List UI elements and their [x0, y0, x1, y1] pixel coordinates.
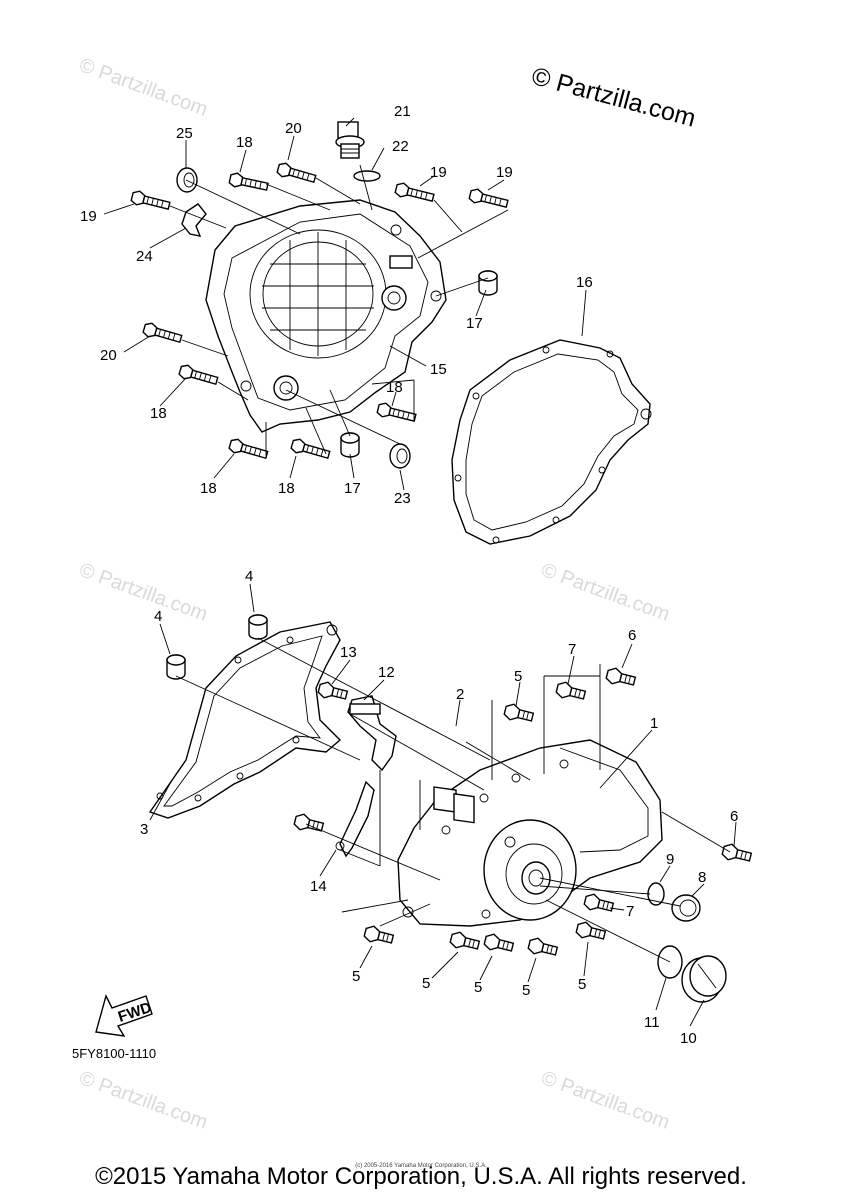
bolt-19 — [129, 189, 172, 214]
bolt-18 — [177, 362, 220, 389]
callout-11: 11 — [644, 1014, 660, 1031]
callout-13: 13 — [340, 644, 357, 661]
catalog-code: 5FY8100-1110 — [72, 1046, 157, 1061]
fwd-arrow-label: FWD — [116, 999, 154, 1026]
plug-8 — [671, 894, 701, 922]
callout-15: 15 — [430, 361, 447, 378]
callout-5: 5 — [352, 968, 360, 985]
cap-10 — [681, 955, 727, 1003]
callout-5: 5 — [522, 982, 530, 999]
callout-labels: 21 22 25 18 20 19 19 19 24 16 17 15 18 2… — [80, 103, 738, 1047]
gasket-3 — [148, 621, 342, 819]
bolt-6 — [720, 841, 754, 866]
callout-5: 5 — [578, 976, 586, 993]
watermark-text: © Partzilla.com — [538, 559, 672, 626]
screw — [292, 811, 326, 836]
watermark-text: © Partzilla.com — [76, 1067, 210, 1134]
callout-20: 20 — [285, 120, 302, 137]
callout-22: 22 — [392, 138, 409, 155]
leader-lines-upper — [169, 164, 509, 456]
bolt-13 — [316, 679, 350, 704]
crankcase-cover-15 — [205, 199, 447, 433]
bolt-5 — [502, 701, 536, 726]
filler-plug-21 — [335, 121, 365, 159]
gasket-16 — [451, 339, 652, 545]
crankcase-cover-1 — [397, 739, 663, 927]
callout-24: 24 — [136, 248, 153, 265]
bolt-7 — [554, 679, 588, 704]
o-ring-9 — [647, 882, 665, 906]
callout-8: 8 — [698, 869, 706, 886]
dowel-pin-4 — [166, 654, 186, 680]
callout-19: 19 — [80, 208, 97, 225]
callout-12: 12 — [378, 664, 395, 681]
callout-19: 19 — [496, 164, 513, 181]
fwd-arrow-icon: FWD — [95, 994, 154, 1037]
callout-4: 4 — [245, 568, 253, 585]
callout-18: 18 — [278, 480, 295, 497]
callout-5: 5 — [474, 979, 482, 996]
bolt-5 — [362, 923, 396, 948]
watermark-text: © Partzilla.com — [76, 559, 210, 626]
dowel-pin-4 — [248, 614, 268, 640]
callout-18: 18 — [386, 379, 403, 396]
callout-3: 3 — [140, 821, 148, 838]
callout-21: 21 — [394, 103, 411, 120]
leader-lines-lower — [175, 637, 731, 963]
bolt-5 — [448, 929, 482, 954]
bolt-7 — [582, 891, 616, 916]
bolt-18 — [289, 436, 332, 463]
callout-18: 18 — [150, 405, 167, 422]
callout-9: 9 — [666, 851, 674, 868]
clamp-24 — [181, 203, 207, 237]
sensor-2 — [433, 786, 475, 824]
bolt-19 — [467, 187, 510, 212]
callout-14: 14 — [310, 878, 327, 895]
callout-17: 17 — [344, 480, 361, 497]
callout-6: 6 — [730, 808, 738, 825]
footer-copyright: ©2015 Yamaha Motor Corporation, U.S.A. A… — [95, 1163, 747, 1190]
callout-6: 6 — [628, 627, 636, 644]
oil-seal-23 — [389, 443, 411, 469]
bolt-18 — [227, 436, 270, 463]
callout-7: 7 — [568, 641, 576, 658]
callout-leaders — [103, 117, 737, 1027]
callout-5: 5 — [422, 975, 430, 992]
callout-23: 23 — [394, 490, 411, 507]
watermark-text: © Partzilla.com — [538, 1067, 672, 1134]
bolt-6 — [604, 665, 638, 690]
watermark-text: © Partzilla.com — [76, 54, 210, 121]
callout-20: 20 — [100, 347, 117, 364]
dowel-pin-17 — [478, 270, 498, 296]
callout-5: 5 — [514, 668, 522, 685]
callout-16: 16 — [576, 274, 593, 291]
callout-17: 17 — [466, 315, 483, 332]
bolt-18 — [227, 171, 270, 195]
bolt-19 — [393, 181, 436, 206]
callout-10: 10 — [680, 1030, 697, 1047]
bolt-20 — [275, 160, 318, 187]
callout-18: 18 — [236, 134, 253, 151]
bolt-5 — [526, 935, 560, 960]
callout-7: 7 — [626, 903, 634, 920]
callout-4: 4 — [154, 608, 162, 625]
callout-1: 1 — [650, 715, 658, 732]
dowel-pin-17 — [340, 432, 360, 458]
o-ring-22 — [353, 170, 381, 182]
callout-18: 18 — [200, 480, 217, 497]
bolt-18 — [375, 401, 418, 426]
tiny-credit: (c) 2005-2016 Yamaha Motor Corporation, … — [355, 1163, 487, 1169]
callout-19: 19 — [430, 164, 447, 181]
bolt-20 — [141, 320, 184, 347]
callout-25: 25 — [176, 125, 193, 142]
callout-2: 2 — [456, 686, 464, 703]
bolt-5 — [574, 919, 608, 944]
bracket-12 — [347, 695, 397, 772]
bolt-5 — [482, 931, 516, 956]
